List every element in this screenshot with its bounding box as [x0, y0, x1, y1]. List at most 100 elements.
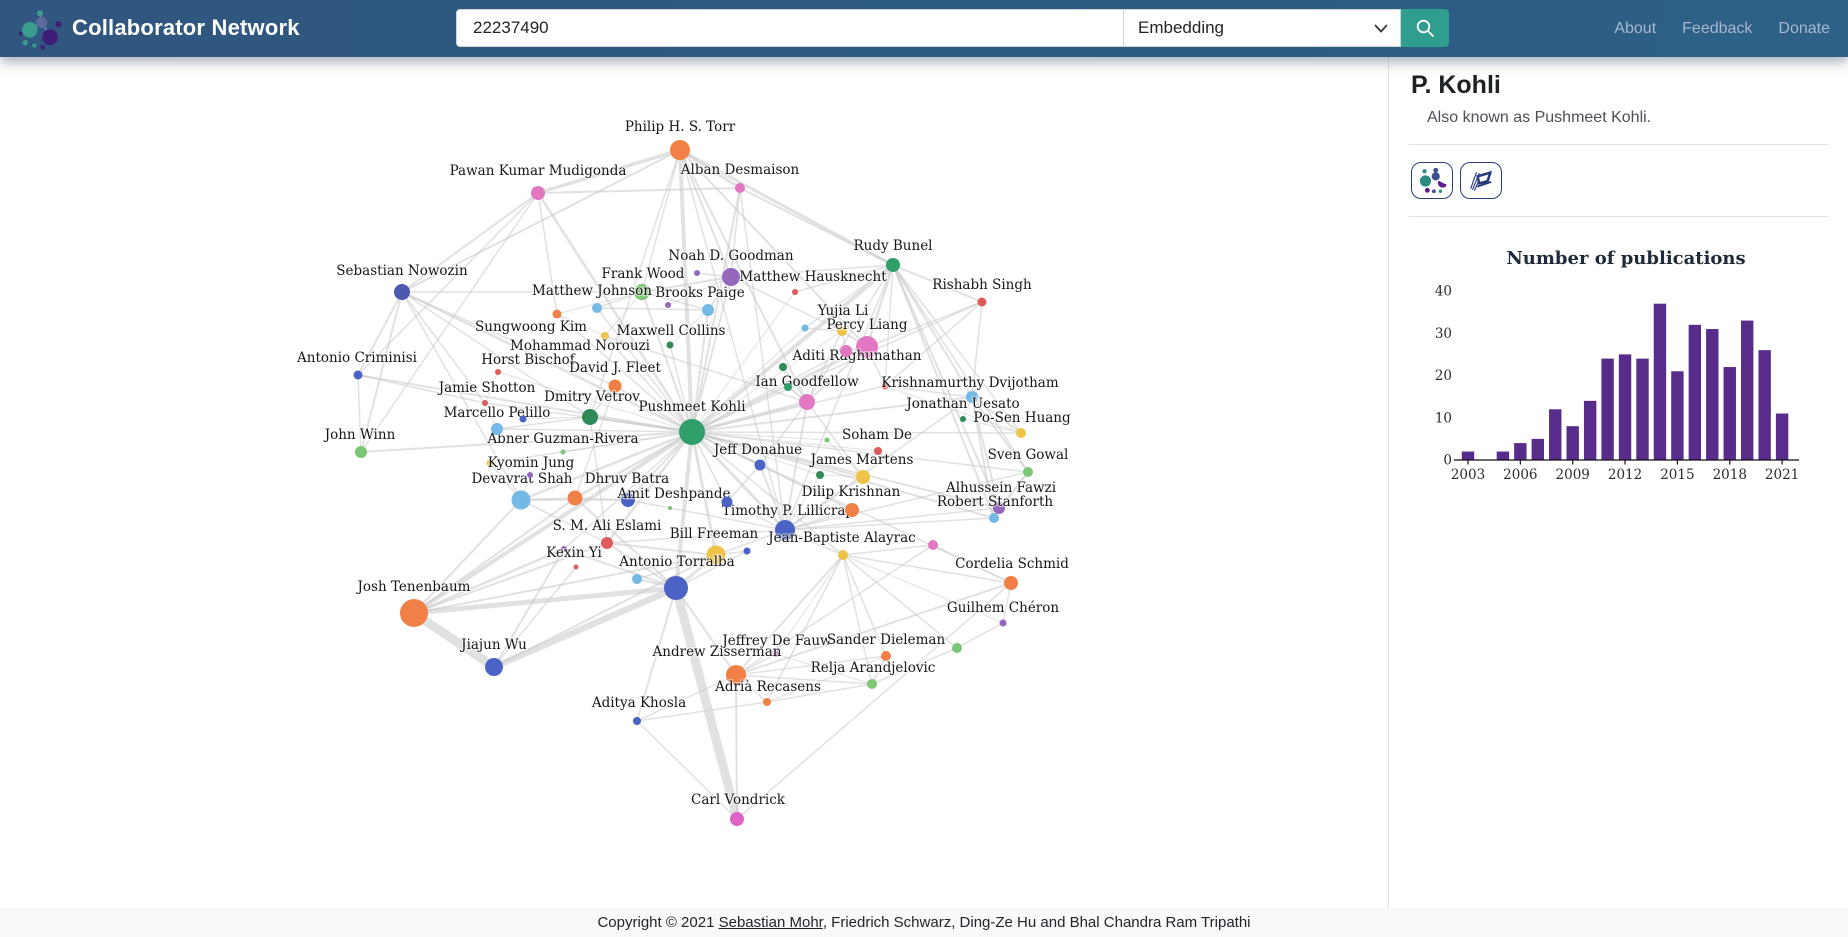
graph-node[interactable] — [666, 341, 674, 349]
graph-node[interactable] — [486, 459, 494, 467]
bar-2019[interactable] — [1741, 320, 1754, 460]
graph-node[interactable] — [706, 545, 726, 565]
bar-2010[interactable] — [1583, 400, 1597, 460]
graph-node[interactable] — [726, 665, 746, 685]
graph-node[interactable] — [601, 537, 613, 549]
bar-2003[interactable] — [1461, 451, 1475, 460]
graph-node[interactable] — [519, 415, 527, 423]
bar-2013[interactable] — [1636, 358, 1649, 460]
bar-2008[interactable] — [1549, 409, 1562, 460]
graph-node[interactable] — [845, 503, 859, 517]
bar-2014[interactable] — [1653, 303, 1667, 460]
graph-node[interactable] — [668, 506, 672, 510]
graph-node[interactable] — [561, 546, 567, 552]
graph-node[interactable] — [856, 470, 870, 484]
graph-node[interactable] — [779, 363, 787, 371]
bar-2005[interactable] — [1496, 451, 1510, 460]
graph-node[interactable] — [355, 446, 367, 458]
graph-node[interactable] — [775, 520, 795, 540]
graph-node[interactable] — [816, 471, 824, 479]
bar-2015[interactable] — [1671, 371, 1684, 460]
graph-node[interactable] — [527, 472, 533, 478]
bar-2020[interactable] — [1758, 350, 1771, 460]
graph-node[interactable] — [977, 297, 987, 307]
graph-node[interactable] — [353, 370, 363, 380]
graph-node[interactable] — [952, 643, 962, 653]
bar-2017[interactable] — [1706, 329, 1719, 460]
graph-node[interactable] — [837, 326, 847, 336]
bar-2011[interactable] — [1601, 358, 1614, 460]
graph-node[interactable] — [679, 419, 705, 445]
graph-node[interactable] — [601, 332, 609, 340]
graph-node[interactable] — [694, 270, 700, 276]
author-link[interactable]: Sebastian Mohr — [718, 914, 823, 931]
bar-2006[interactable] — [1514, 443, 1527, 460]
search-button[interactable] — [1401, 9, 1449, 47]
graph-node[interactable] — [670, 140, 690, 160]
search-input[interactable] — [456, 9, 1124, 47]
graph-node[interactable] — [1016, 428, 1026, 438]
graph-node[interactable] — [960, 416, 966, 422]
graph-node[interactable] — [773, 651, 779, 657]
graph-node[interactable] — [881, 382, 889, 390]
bar-2012[interactable] — [1618, 354, 1632, 460]
graph-node[interactable] — [1023, 467, 1033, 477]
graph-node[interactable] — [495, 369, 501, 375]
bar-2016[interactable] — [1688, 324, 1702, 460]
graph-node[interactable] — [856, 336, 878, 358]
graph-node[interactable] — [621, 493, 635, 507]
graph-node[interactable] — [735, 183, 745, 193]
nav-link-about[interactable]: About — [1614, 19, 1657, 37]
graph-node[interactable] — [482, 400, 488, 406]
graph-node[interactable] — [531, 186, 545, 200]
graph-node[interactable] — [1004, 576, 1018, 590]
graph-node[interactable] — [394, 284, 410, 300]
collaborator-network-button[interactable] — [1411, 162, 1453, 199]
graph-node[interactable] — [801, 324, 809, 332]
nav-link-feedback[interactable]: Feedback — [1682, 19, 1753, 37]
graph-node[interactable] — [632, 574, 642, 584]
graph-node[interactable] — [886, 258, 900, 272]
graph-node[interactable] — [702, 304, 714, 316]
bar-2021[interactable] — [1775, 413, 1789, 460]
bar-2007[interactable] — [1531, 438, 1544, 460]
nav-link-donate[interactable]: Donate — [1778, 19, 1830, 37]
bar-2009[interactable] — [1566, 426, 1579, 460]
graph-node[interactable] — [491, 423, 503, 435]
graph-node[interactable] — [608, 379, 622, 393]
graph-node[interactable] — [567, 490, 583, 506]
graph-node[interactable] — [721, 496, 733, 508]
graph-node[interactable] — [573, 564, 579, 570]
graph-node[interactable] — [552, 309, 562, 319]
graph-node[interactable] — [966, 391, 978, 403]
graph-node[interactable] — [867, 679, 877, 689]
bar-2018[interactable] — [1723, 367, 1736, 460]
semantic-scholar-button[interactable] — [1460, 162, 1502, 199]
graph-node[interactable] — [993, 502, 1005, 514]
graph-node[interactable] — [784, 383, 792, 391]
graph-node[interactable] — [763, 698, 771, 706]
graph-node[interactable] — [928, 540, 938, 550]
graph-node[interactable] — [989, 513, 999, 523]
graph-node[interactable] — [634, 284, 650, 300]
graph-node[interactable] — [881, 651, 891, 661]
graph-node[interactable] — [665, 302, 671, 308]
graph-node[interactable] — [874, 447, 882, 455]
graph-node[interactable] — [743, 547, 751, 555]
graph-node[interactable] — [592, 303, 602, 313]
graph-node[interactable] — [754, 459, 766, 471]
graph-node[interactable] — [792, 289, 798, 295]
graph-node[interactable] — [560, 449, 566, 455]
graph-node[interactable] — [633, 717, 641, 725]
search-mode-select[interactable]: Embedding — [1124, 9, 1401, 47]
graph-node[interactable] — [511, 490, 531, 510]
graph-node[interactable] — [485, 658, 503, 676]
graph-node[interactable] — [838, 550, 848, 560]
graph-node[interactable] — [730, 812, 744, 826]
graph-node[interactable] — [840, 345, 852, 357]
graph-node[interactable] — [582, 409, 598, 425]
graph-node[interactable] — [999, 619, 1007, 627]
graph-node[interactable] — [664, 576, 688, 600]
graph-node[interactable] — [722, 268, 740, 286]
